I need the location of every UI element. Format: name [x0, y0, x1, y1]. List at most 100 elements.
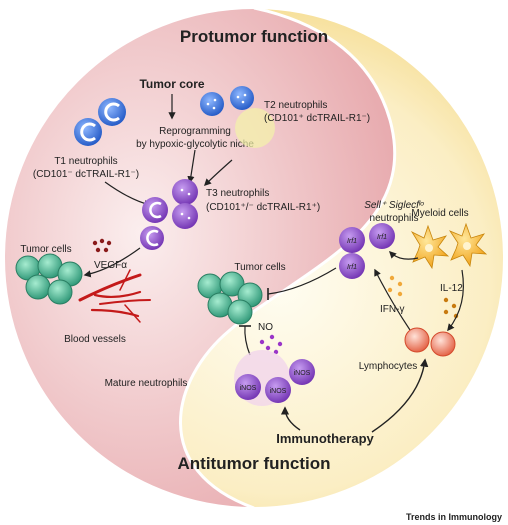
- t3-neutrophil-group: [140, 179, 198, 250]
- irf1-label: Irf1: [377, 234, 387, 241]
- mature-neutrophil: [289, 359, 315, 385]
- granule-dot: [212, 106, 216, 110]
- vegf-dot: [106, 240, 112, 246]
- vessel-branch: [78, 273, 142, 302]
- t3-label: T3 neutrophils: [206, 188, 269, 199]
- vegf-dot: [99, 238, 105, 244]
- no-label: NO: [258, 322, 273, 333]
- no-dot: [269, 334, 275, 340]
- t2-to-t3-arrow: [203, 159, 233, 187]
- no-dot: [273, 349, 279, 355]
- myeloid-cells: [410, 222, 488, 270]
- t3-nucleus: [146, 229, 159, 247]
- lymphocytes: [404, 327, 456, 357]
- t2-glow: [235, 108, 275, 148]
- t3-markers-label: (CD101⁺/⁻ dcTRAIL-R1⁺): [206, 202, 320, 213]
- ifn-dots: [387, 275, 403, 297]
- myeloid-to-lymphocyte-arrow: [447, 269, 464, 332]
- t3-neutrophil: [172, 179, 198, 205]
- inos-label: iNOS: [294, 370, 311, 377]
- mature-neutrophil: [235, 374, 261, 400]
- protumor-tumor-label: Tumor cells: [20, 244, 71, 255]
- irf1-neutrophil-group: Irf1 Irf1 Irf1: [339, 223, 395, 279]
- ifn-dot: [389, 275, 395, 281]
- no-inhibition-line: [244, 325, 251, 356]
- tumor-core-label: Tumor core: [139, 77, 204, 91]
- vegf-dot: [92, 240, 98, 246]
- mature-neutrophil-group: iNOS iNOS iNOS: [235, 359, 315, 403]
- t1-neutrophil: [74, 118, 102, 146]
- outer-ring: [3, 7, 505, 509]
- immunotherapy-to-neutrophil-arrow: [280, 406, 301, 431]
- granule-dot: [243, 93, 247, 97]
- lymphocyte: [404, 327, 430, 353]
- granule-dot: [213, 98, 217, 102]
- no-dot: [265, 345, 271, 351]
- t2-neutrophil: [230, 86, 254, 110]
- granule-dot: [180, 188, 184, 192]
- irf1-inhibition-line: [267, 267, 337, 295]
- protumor-title: Protumor function: [180, 27, 328, 46]
- granule-dot: [206, 102, 210, 106]
- journal-footer: Trends in Immunology: [406, 512, 502, 522]
- granule-dot: [236, 95, 240, 99]
- lymphocyte-to-neutrophil-arrow: [374, 268, 411, 331]
- granule-dot: [187, 216, 191, 220]
- granule-dot: [241, 100, 245, 104]
- irf1-neutrophil: [369, 223, 395, 249]
- t3-neutrophil: [172, 203, 198, 229]
- inos-label: iNOS: [240, 385, 257, 392]
- t1-neutrophil: [98, 98, 126, 126]
- t1-neutrophil-group: [74, 98, 126, 146]
- vessel-branch: [124, 304, 141, 323]
- vegf-dots: [92, 238, 112, 253]
- no-dots: [259, 334, 283, 355]
- ifn-label: IFN-γ: [380, 304, 404, 315]
- t3-nucleus: [149, 201, 162, 219]
- vessel-branch: [99, 299, 151, 305]
- granule-dot: [187, 192, 191, 196]
- t1-nucleus: [80, 122, 96, 142]
- tumor-cell: [25, 274, 51, 300]
- irf1-neutrophil: [339, 253, 365, 279]
- ifn-dot: [387, 287, 393, 293]
- lymphocytes-label: Lymphocytes: [359, 361, 418, 372]
- t1-markers-label: (CD101⁻ dcTRAIL-R1⁻): [33, 169, 139, 180]
- t2-markers-label: (CD101⁺ dcTRAIL-R1⁻): [264, 113, 370, 124]
- antitumor-tumor-cells: [197, 271, 263, 325]
- granule-dot: [180, 212, 184, 216]
- no-dot: [277, 341, 283, 347]
- immunotherapy-label: Immunotherapy: [276, 431, 374, 446]
- t3-to-tumor-arrow: [83, 247, 141, 278]
- reprogramming-niche-label: by hypoxic-glycolytic niche: [136, 139, 254, 150]
- sell-neutrophils-label: neutrophils: [370, 213, 419, 224]
- antitumor-title: Antitumor function: [178, 454, 331, 473]
- myeloid-nucleus: [425, 244, 433, 252]
- blood-vessels-label: Blood vessels: [64, 334, 126, 345]
- sell-siglecf-label: Sell⁺ Siglecfˡᵒ: [364, 200, 424, 211]
- blood-vessels: [78, 269, 151, 323]
- inos-label: iNOS: [270, 388, 287, 395]
- mature-neutrophils-label: Mature neutrophils: [105, 378, 188, 389]
- t3-neutrophil: [142, 197, 168, 223]
- il12-dot: [451, 303, 457, 309]
- vessel-branch: [119, 269, 131, 291]
- il12-label: IL-12: [440, 283, 463, 294]
- il12-dot: [443, 297, 449, 303]
- reprogramming-label: Reprogramming: [159, 126, 231, 137]
- lymphocyte: [430, 331, 456, 357]
- antitumor-tumor-label: Tumor cells: [234, 262, 285, 273]
- t2-neutrophil: [200, 92, 224, 116]
- vegf-dot: [103, 247, 109, 253]
- yin-yang-divider: [179, 6, 397, 510]
- no-dot: [259, 339, 265, 345]
- protumor-tumor-cells: [15, 253, 83, 305]
- myeloid-nucleus: [463, 242, 471, 250]
- t1-nucleus: [104, 102, 120, 122]
- tumor-cell: [227, 299, 253, 325]
- myeloid-to-neutrophil-arrow: [388, 250, 419, 260]
- tumor-cell: [47, 279, 73, 305]
- mature-neutrophil: [265, 377, 291, 403]
- reprogramming-to-t3-arrow: [187, 149, 196, 184]
- ifn-dot: [397, 281, 403, 287]
